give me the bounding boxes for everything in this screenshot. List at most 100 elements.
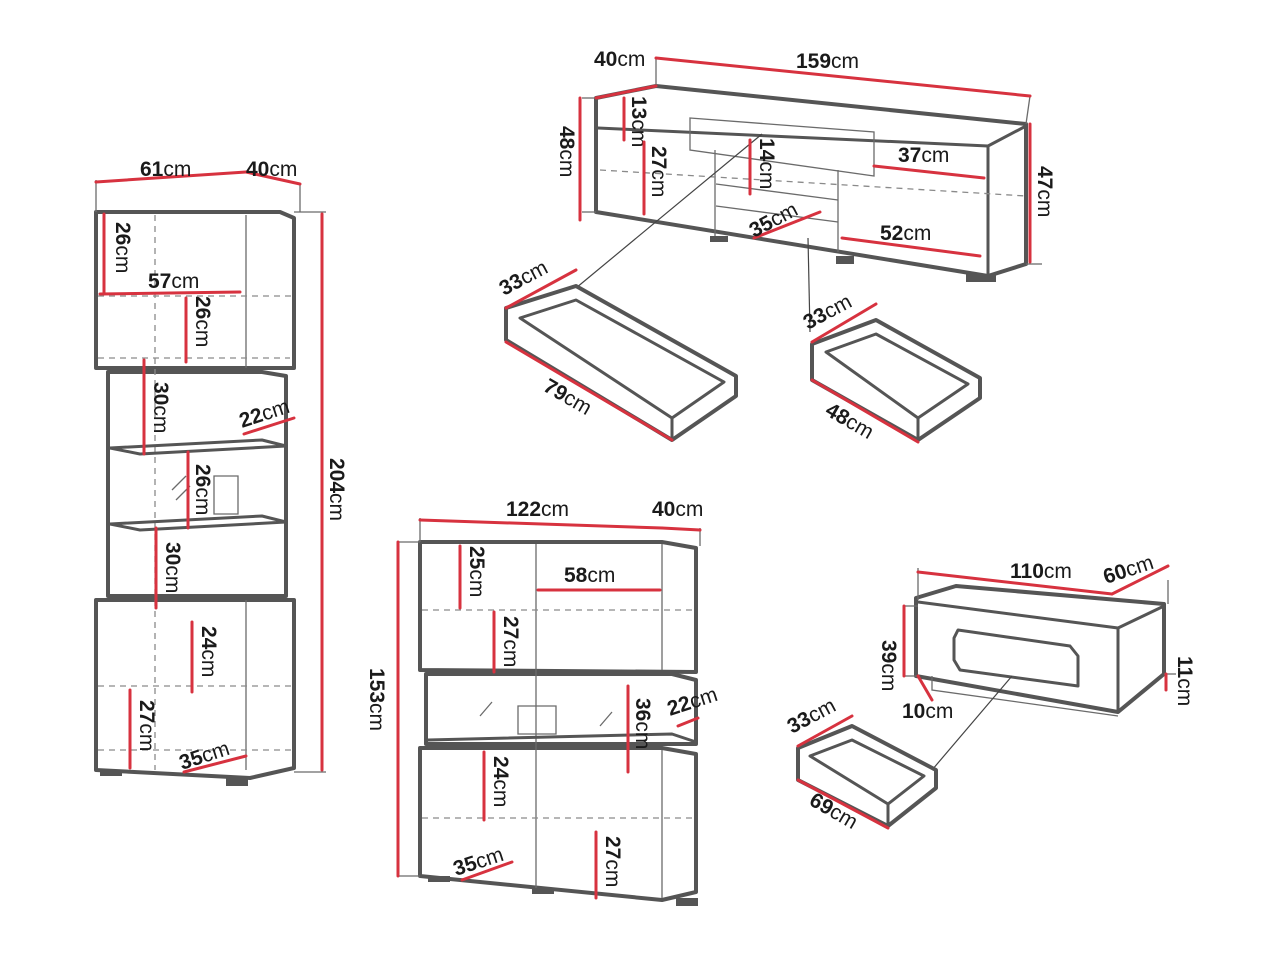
tv-stand-dimension-label: 13cm <box>627 96 650 147</box>
dimension-value: 159 <box>796 50 831 73</box>
dimension-value: 27 <box>135 700 158 723</box>
tall-cabinet-dimension-label: 26cm <box>111 222 134 273</box>
dimension-value: 13 <box>627 96 650 119</box>
tall-cabinet-dimension-line <box>244 170 302 186</box>
coffee-table-drawer-dimension-label: 69cm <box>806 788 862 834</box>
tv-stand-glass-panel <box>689 117 875 177</box>
dimension-unit: cm <box>601 859 624 887</box>
tv-stand-drawer-large-dimension-line <box>504 340 674 442</box>
dimension-unit: cm <box>1044 560 1072 583</box>
dimension-unit: cm <box>687 683 721 714</box>
tv-stand-drawer-small-dimension-line <box>810 302 878 344</box>
tv-stand-foot <box>710 236 728 242</box>
coffee-table-drawer-front <box>952 628 1080 688</box>
coffee-table-dimension-line <box>1110 564 1170 596</box>
tall-cabinet-dimension-label: 24cm <box>197 626 220 677</box>
wide-cabinet-dimension-label: 24cm <box>489 756 512 807</box>
tall-cabinet-bottom-block <box>94 598 296 780</box>
coffee-table-dimension-label: 39cm <box>877 640 900 691</box>
dimension-value: 52 <box>880 222 903 245</box>
wide-cabinet-handle <box>517 705 557 735</box>
dimension-unit: cm <box>631 721 654 749</box>
tv-stand-drawer-small-dimension-line <box>810 378 920 444</box>
tall-cabinet-dimension-label: 30cm <box>161 542 184 593</box>
wide-cabinet-foot <box>532 888 554 894</box>
wide-cabinet-dimension-line <box>460 860 514 882</box>
dimension-value: 25 <box>465 546 488 570</box>
wide-cabinet-dimension-label: 22cm <box>664 683 720 721</box>
tv-stand-dimension-label: 14cm <box>755 138 778 189</box>
dimension-unit: cm <box>135 723 158 751</box>
dimension-unit: cm <box>831 50 859 73</box>
wide-cabinet-dimension-line <box>660 526 702 532</box>
drawer-inner <box>824 332 970 420</box>
wide-cabinet-dimension-label: 36cm <box>631 698 654 749</box>
wide-cabinet-dimension-label: 153cm <box>365 668 388 731</box>
dimension-unit: cm <box>903 222 931 245</box>
tv-stand-dimension-label: 27cm <box>647 146 670 197</box>
tall-cabinet-dimension-label: 26cm <box>191 296 214 347</box>
coffee-table-drawer-dimension-line <box>796 778 890 830</box>
coffee-table-base <box>931 676 1119 717</box>
tv-stand-drawer-large-dimension-label: 33cm <box>496 256 552 300</box>
tv-stand-drawer-large-dimension-label: 79cm <box>540 374 596 420</box>
tall-cabinet-top-block <box>94 210 296 370</box>
tall-cabinet-dimension-line <box>94 170 248 184</box>
tall-cabinet-dimension-label: 27cm <box>135 700 158 751</box>
dimension-unit: cm <box>149 405 172 433</box>
dimension-value: 153 <box>365 668 388 703</box>
wide-cabinet-dimension-label: 40cm <box>652 498 703 521</box>
drawer-inner <box>808 738 926 806</box>
tv-stand-dimension-label: 40cm <box>594 48 645 71</box>
tall-cabinet-dimension-label: 40cm <box>246 158 297 181</box>
tv-stand-dimension-label: 47cm <box>1033 166 1056 217</box>
wide-cabinet-dimension-line <box>418 518 664 530</box>
tall-cabinet-dimension-label: 30cm <box>149 382 172 433</box>
wide-cabinet-dimension-label: 27cm <box>499 616 522 667</box>
coffee-table-front-edge <box>916 600 1166 630</box>
dimension-value: 11 <box>1173 656 1196 679</box>
dimension-unit: cm <box>675 498 703 521</box>
dimension-value: 26 <box>191 296 214 319</box>
drawer-leader-line <box>931 675 1013 771</box>
tv-stand-dimension-line <box>654 56 1032 98</box>
tv-stand-dimension-label: 35cm <box>746 198 802 242</box>
dimension-value: 204 <box>325 458 348 493</box>
wide-cabinet-glass-section <box>424 672 698 746</box>
wide-cabinet-glass-shelf <box>426 732 698 744</box>
tv-stand-dimension-label: 37cm <box>898 144 949 167</box>
dimension-value: 30 <box>149 382 172 405</box>
dimension-value: 10 <box>902 700 925 723</box>
tall-cabinet-dimension-label: 57cm <box>148 270 199 293</box>
dimension-value: 36 <box>631 698 654 721</box>
coffee-table-dimension-label: 60cm <box>1100 551 1156 589</box>
tv-stand-drawer-large <box>504 284 738 442</box>
dimension-unit: cm <box>877 663 900 691</box>
wide-cabinet-foot <box>428 876 450 882</box>
dimension-unit: cm <box>325 493 348 521</box>
tall-cabinet-dimension-line <box>182 754 248 774</box>
dimension-unit: cm <box>627 119 650 147</box>
tv-stand-dimension-line <box>594 84 658 100</box>
tv-stand-front-top <box>596 124 1028 148</box>
dimension-unit: cm <box>111 245 134 273</box>
coffee-table-dimension-line <box>916 674 934 702</box>
dimension-value: 30 <box>161 542 184 565</box>
dimension-value: 27 <box>647 146 670 169</box>
dimension-unit: cm <box>489 779 512 807</box>
tall-cabinet-dimension-line <box>242 416 296 436</box>
tv-stand-dimension-line <box>840 236 982 258</box>
wide-cabinet-dimension-line <box>676 716 700 728</box>
coffee-table-dimension-label: 10cm <box>902 700 953 723</box>
tall-cabinet-glass-shelf <box>108 514 288 532</box>
dimension-unit: cm <box>473 843 507 874</box>
tall-cabinet-glass-shelf <box>108 438 288 456</box>
dimension-unit: cm <box>617 48 645 71</box>
tv-stand-foot <box>836 256 854 264</box>
dimension-unit: cm <box>1033 189 1056 217</box>
dimension-unit: cm <box>365 703 388 731</box>
drawer-leader-line <box>575 133 763 289</box>
